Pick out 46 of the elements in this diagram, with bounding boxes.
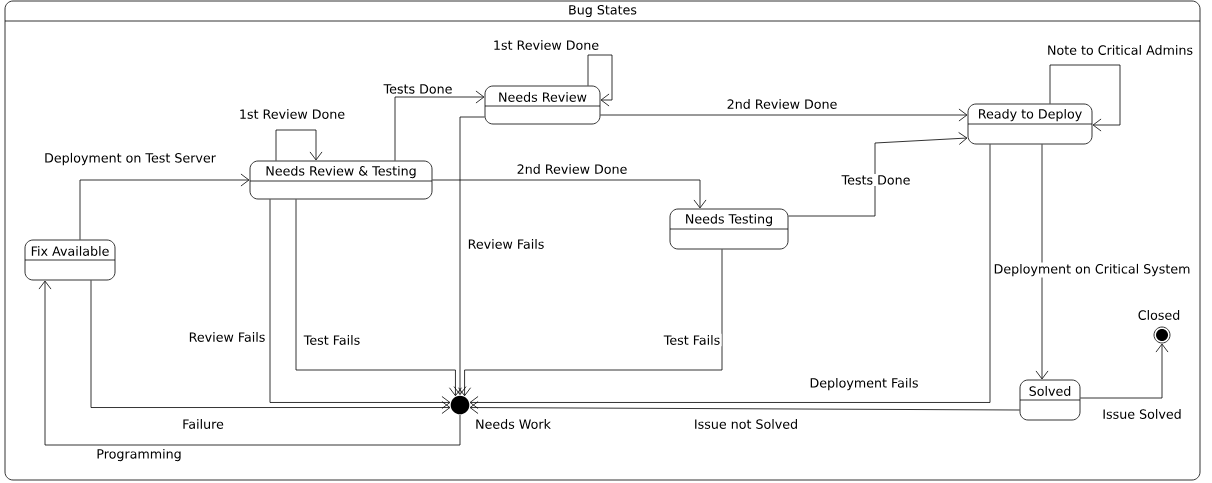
state-box: Solved (1019, 379, 1081, 421)
edge-label: Programming (95, 447, 184, 463)
final-state (1153, 326, 1171, 344)
edge-label: Issue not Solved (692, 417, 800, 431)
arrow (295, 199, 462, 397)
edge-label: Tests Done (382, 82, 454, 96)
arrow (1080, 343, 1169, 399)
arrow (788, 132, 968, 217)
state-label: Closed (1138, 310, 1180, 320)
edge-label: Review Fails (466, 237, 546, 251)
state-box: Fix Available (24, 239, 116, 281)
state-label: Needs Work (476, 419, 551, 429)
edge-label: 1st Review Done (491, 38, 601, 52)
arrow (469, 144, 991, 409)
edge-label: Deployment Fails (808, 376, 920, 392)
arrow (275, 129, 323, 161)
edge-label: Tests Done (840, 173, 912, 187)
state-box: Needs Review & Testing (249, 160, 433, 200)
arrow (79, 173, 250, 240)
edge-label: 1st Review Done (237, 107, 347, 121)
state-box: Ready to Deploy (967, 103, 1093, 145)
edge-label: Review Fails (187, 330, 267, 344)
arrow (453, 116, 485, 395)
arrow (38, 280, 461, 446)
edge-label: Deployment on Critical System (992, 262, 1192, 278)
state-box: Needs Testing (669, 208, 789, 250)
state-box: Needs Review (484, 85, 601, 125)
arrow (1035, 144, 1049, 380)
arrow (90, 280, 451, 414)
edge-label: 2nd Review Done (515, 162, 629, 176)
arrow (269, 199, 451, 409)
edge-label: Test Fails (662, 333, 722, 347)
edge-label: Test Fails (302, 333, 362, 347)
arrow (469, 401, 1020, 414)
arrow (458, 249, 723, 397)
edge-label: Deployment on Test Server (42, 151, 218, 167)
arrow (1049, 64, 1121, 132)
edge-label: Note to Critical Admins (1045, 43, 1195, 57)
state-dot (450, 395, 470, 415)
edge-label: 2nd Review Done (725, 97, 839, 111)
arrow (394, 90, 485, 161)
arrow (432, 179, 707, 209)
arrow (587, 54, 613, 107)
arrow (600, 108, 968, 122)
edge-label: Failure (180, 417, 226, 431)
edge-label: Issue Solved (1100, 407, 1184, 421)
